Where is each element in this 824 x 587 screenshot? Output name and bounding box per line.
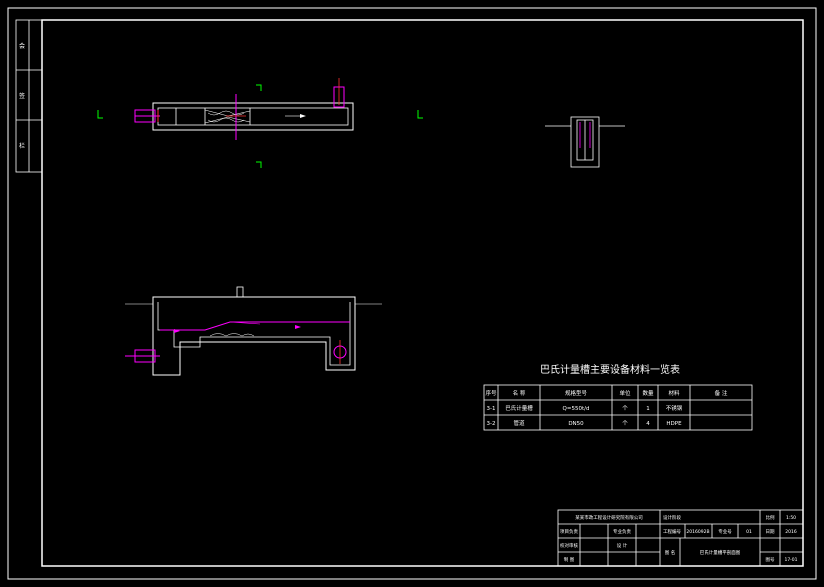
section-view	[125, 286, 382, 376]
table-header-row: 序号 名 称 规格型号 单位 数量 材料 备 注	[485, 389, 727, 397]
row2-no: 3-2	[487, 421, 496, 427]
design-label: 设 计	[617, 542, 628, 549]
inner-border	[41, 19, 804, 567]
project-no-label: 工程编号	[663, 528, 681, 535]
row1-name: 巴氏计量槽	[505, 404, 533, 412]
title-block	[557, 509, 804, 567]
signature-strip	[15, 19, 43, 173]
stage-label: 设计阶段	[663, 514, 681, 521]
date-label: 日期	[766, 529, 775, 535]
project-leader-label: 项目负责	[560, 528, 578, 535]
drawing-name: 巴氏计量槽平剖面图	[700, 549, 741, 556]
strip-label-2: 签	[19, 92, 25, 100]
table-row: 3-2 管道 DN50 个 4 HDPE	[487, 419, 683, 427]
discipline-leader-label: 专业负责	[613, 528, 631, 535]
row1-no: 3-1	[487, 406, 496, 412]
header-no: 序号	[485, 389, 497, 397]
row1-spec: Q=550t/d	[563, 406, 590, 412]
drawing-no: 17-01	[784, 557, 797, 563]
detail-view	[545, 116, 625, 168]
header-material: 材料	[668, 389, 680, 397]
version-label: 专业号	[718, 528, 732, 535]
project-no: 2016092B	[686, 529, 709, 535]
check-label: 校对审核	[560, 542, 578, 549]
company-name: 某某市政工程设计研究院有限公司	[575, 514, 643, 521]
draft-label: 制 图	[564, 556, 575, 563]
material-table	[483, 384, 753, 431]
row2-material: HDPE	[666, 421, 682, 427]
drawing-name-label: 图 名	[665, 549, 675, 556]
row1-unit: 个	[622, 405, 628, 412]
scale-label: 比例	[766, 514, 775, 521]
version-no: 01	[746, 529, 752, 535]
outer-border	[7, 7, 817, 580]
drawing-no-label: 图号	[766, 557, 775, 563]
table-row: 3-1 巴氏计量槽 Q=550t/d 个 1 不锈钢	[487, 404, 683, 412]
header-spec: 规格型号	[565, 389, 588, 397]
row2-unit: 个	[622, 420, 628, 427]
header-name: 名 称	[513, 389, 526, 397]
header-remark: 备 注	[715, 389, 728, 397]
strip-label-1: 会	[19, 42, 25, 50]
header-qty: 数量	[642, 389, 654, 397]
date-value: 2016	[785, 529, 797, 535]
row2-spec: DN50	[568, 421, 584, 427]
row2-name: 管道	[513, 419, 525, 427]
row1-material: 不锈钢	[666, 404, 683, 412]
table-title: 巴氏计量槽主要设备材料一览表	[540, 363, 680, 376]
plan-view	[97, 78, 423, 168]
row1-qty: 1	[646, 406, 650, 412]
row2-qty: 4	[646, 421, 650, 427]
header-unit: 单位	[619, 389, 631, 397]
scale-value: 1:50	[786, 515, 796, 521]
strip-label-3: 栏	[19, 142, 25, 150]
